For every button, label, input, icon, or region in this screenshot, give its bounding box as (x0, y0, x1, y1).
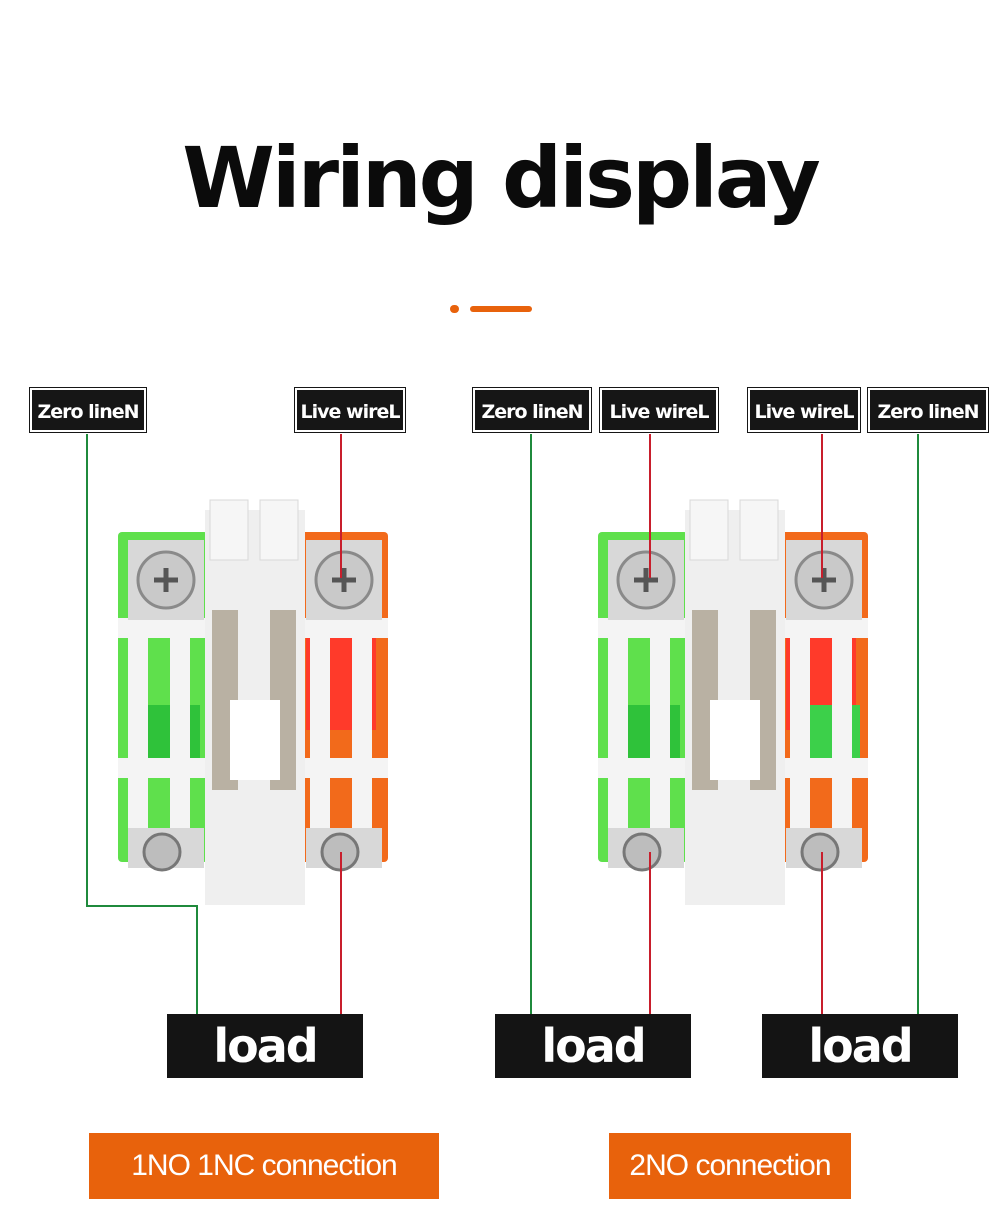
right-live-label-2: Live wireL (747, 387, 861, 433)
right-load-box-2: load (762, 1014, 958, 1078)
right-neutral-label-1: Zero lineN (472, 387, 592, 433)
left-live-label: Live wireL (294, 387, 406, 433)
neutral-wire-left (86, 434, 198, 1014)
left-caption: 1NO 1NC connection (89, 1133, 439, 1199)
left-neutral-label: Zero lineN (29, 387, 147, 433)
right-live-label-1: Live wireL (599, 387, 719, 433)
right-load-box-1: load (495, 1014, 691, 1078)
right-caption: 2NO connection (609, 1133, 851, 1199)
contact-block-1no1nc (118, 499, 388, 905)
divider-dot (450, 305, 459, 313)
divider-bar (470, 306, 532, 312)
left-load-box: load (167, 1014, 363, 1078)
contact-block-2no (598, 499, 868, 905)
right-neutral-label-2: Zero lineN (867, 387, 989, 433)
page-title: Wiring display (182, 129, 821, 227)
